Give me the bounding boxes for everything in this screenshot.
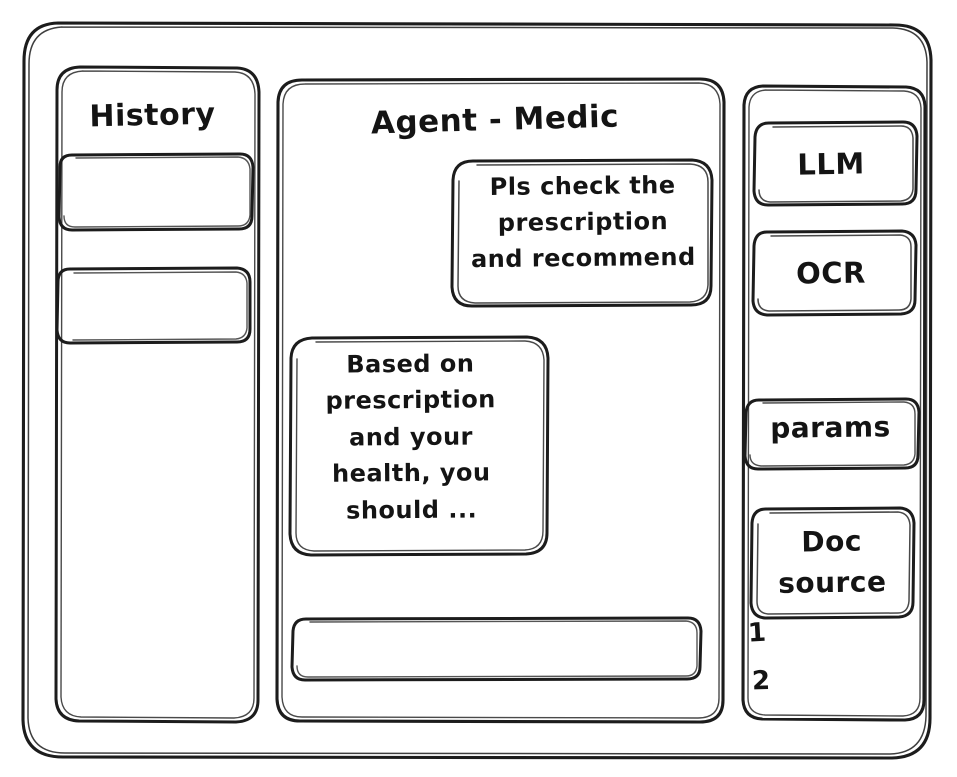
- doc-source-marker-2[interactable]: 2: [751, 665, 772, 697]
- history-item-1[interactable]: [59, 154, 253, 230]
- tool-ocr-label: OCR: [795, 255, 867, 291]
- user-message-text: Pls check the prescription and recommend: [470, 171, 696, 274]
- tool-llm-label: LLM: [797, 146, 865, 182]
- history-panel-title: History: [89, 96, 216, 135]
- doc-source-marker-1[interactable]: 1: [747, 617, 768, 649]
- history-item-2[interactable]: [57, 268, 251, 343]
- params-label: params: [770, 410, 891, 445]
- agent-message-text: Based on prescription and your health, y…: [325, 349, 496, 525]
- page-title: Agent - Medic: [370, 98, 620, 142]
- message-input[interactable]: [292, 618, 701, 680]
- doc-source-label: Doc source: [777, 524, 887, 600]
